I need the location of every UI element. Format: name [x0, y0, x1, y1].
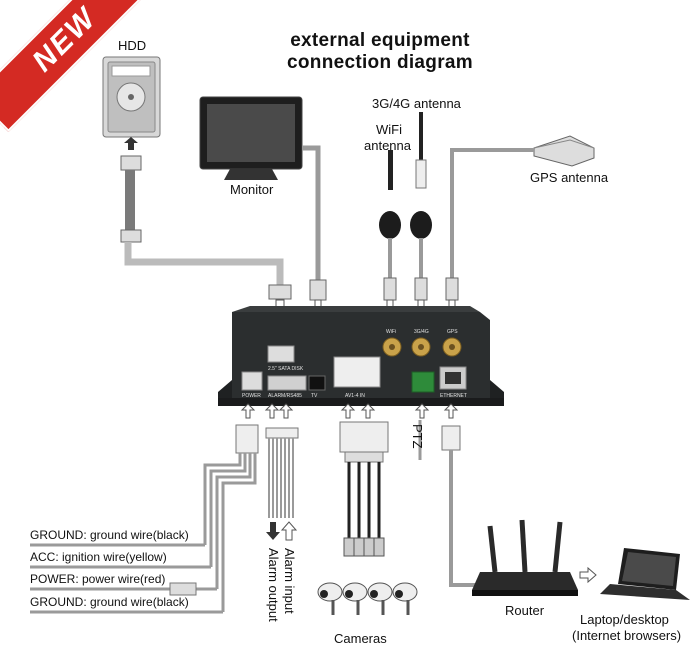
- laptop-label-line2: (Internet browsers): [572, 628, 682, 643]
- panel-label-wifi: WiFi: [386, 329, 396, 335]
- monitor-cable: [302, 145, 321, 280]
- gps-antenna-label: GPS antenna: [530, 170, 609, 185]
- 3g4g-antenna-icon: [410, 112, 432, 239]
- panel-label-alarm: ALARM/RS485: [268, 393, 302, 399]
- router-icon: [472, 519, 578, 596]
- panel-label-power: POWER: [242, 393, 261, 399]
- gps-antenna-cable: [450, 148, 534, 278]
- cameras-label: Cameras: [334, 631, 387, 646]
- router-to-laptop-arrow-icon: [579, 566, 597, 584]
- power-harness: [30, 424, 259, 614]
- wire-label-ground-1: GROUND: ground wire(black): [30, 528, 189, 542]
- wire-label-power: POWER: power wire(red): [30, 572, 166, 586]
- gps-antenna-icon: [533, 135, 595, 167]
- camera-cable: [339, 421, 389, 557]
- panel-label-tv: TV: [311, 393, 318, 399]
- monitor-icon: [199, 96, 303, 180]
- router-label: Router: [505, 603, 545, 618]
- up-arrow-icons: [240, 403, 459, 419]
- laptop-label-line1: Laptop/desktop: [580, 612, 669, 627]
- hdd-label: HDD: [118, 38, 147, 53]
- ptz-label: PTZ: [410, 424, 425, 449]
- monitor-label: Monitor: [230, 182, 274, 197]
- hdd-icon: [102, 56, 161, 138]
- hdd-arrow-icon: [124, 137, 138, 150]
- diagram-title-line2: connection diagram: [287, 52, 473, 73]
- panel-label-av: AV1-4 IN: [345, 393, 365, 399]
- wifi-antenna-label-line2: antenna: [364, 138, 411, 153]
- alarm-ribbon-cable: [265, 427, 299, 518]
- diagram-title-line1: external equipment: [290, 30, 470, 51]
- hdd-cable: [120, 155, 292, 300]
- ethernet-cable: [441, 425, 490, 587]
- wifi-antenna-label-line1: WiFi: [376, 122, 402, 137]
- panel-label-sata: 2.5" SATA DISK: [268, 366, 304, 372]
- panel-label-3g4g: 3G/4G: [414, 329, 429, 335]
- alarm-input-label: Alarm input: [282, 548, 297, 614]
- alarm-output-label: Alarm output: [266, 548, 281, 622]
- panel-label-ethernet: ETHERNET: [440, 393, 467, 399]
- alarm-input-arrow-icon: [280, 521, 298, 541]
- panel-label-gps: GPS: [447, 329, 458, 335]
- 3g4g-antenna-label: 3G/4G antenna: [372, 96, 461, 111]
- camera-icons: [317, 582, 418, 615]
- wire-label-acc: ACC: ignition wire(yellow): [30, 550, 167, 564]
- wire-label-ground-2: GROUND: ground wire(black): [30, 595, 189, 609]
- dvr-unit: [218, 306, 504, 406]
- wifi-antenna-icon: [379, 150, 401, 239]
- laptop-icon: [600, 548, 690, 600]
- alarm-output-arrow-icon: [266, 522, 280, 540]
